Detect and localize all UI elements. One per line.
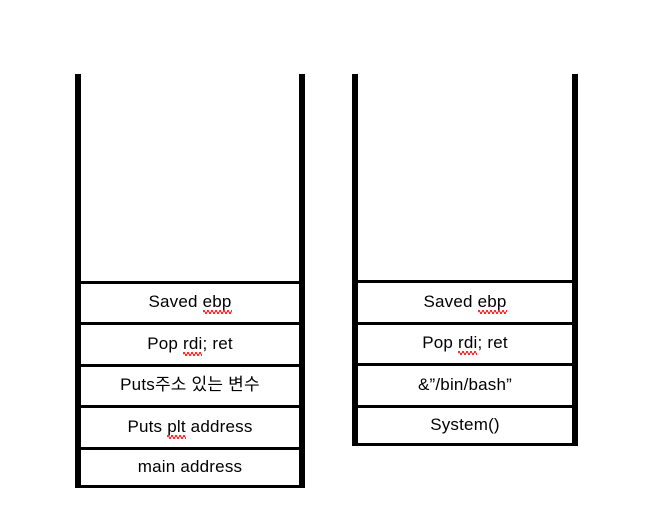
spellcheck-underline: rdi xyxy=(182,333,203,356)
stack-cell-label: Saved ebp xyxy=(148,292,232,315)
stack-empty-region xyxy=(358,74,572,280)
stack-empty-region xyxy=(81,74,299,281)
stack-cell: main address xyxy=(81,446,299,488)
spellcheck-underline: ebp xyxy=(202,292,232,315)
stack-cell: Puts주소 있는 변수 xyxy=(81,363,299,405)
spellcheck-underline: rdi xyxy=(457,333,478,356)
spellcheck-underline: ebp xyxy=(477,291,507,314)
stack-cell: Pop rdi; ret xyxy=(81,322,299,364)
stack-cell: Puts plt address xyxy=(81,405,299,447)
stack-cell: System() xyxy=(358,404,572,446)
stack-cell-label: &”/bin/bash” xyxy=(417,374,513,394)
stack-cell-label: main address xyxy=(137,456,243,476)
stack-cell-label: System() xyxy=(430,414,500,434)
stack-rail-left xyxy=(75,74,81,488)
stack-cell: &”/bin/bash” xyxy=(358,363,572,405)
stack-cell-label: Saved ebp xyxy=(423,291,507,314)
stack-cell: Pop rdi; ret xyxy=(358,321,572,363)
stack-rail-right xyxy=(299,74,305,488)
stack-cell-label: Puts주소 있는 변수 xyxy=(120,375,260,395)
stack-rail-left xyxy=(352,74,358,446)
stack-cell-label: Pop rdi; ret xyxy=(422,333,508,356)
stack-cell: Saved ebp xyxy=(81,280,299,322)
stack-rail-right xyxy=(572,74,578,446)
stack-cell-label: Pop rdi; ret xyxy=(147,333,233,356)
stack-cell-label: Puts plt address xyxy=(127,416,253,439)
stack-cell: Saved ebp xyxy=(358,280,572,322)
spellcheck-underline: plt xyxy=(167,416,186,439)
